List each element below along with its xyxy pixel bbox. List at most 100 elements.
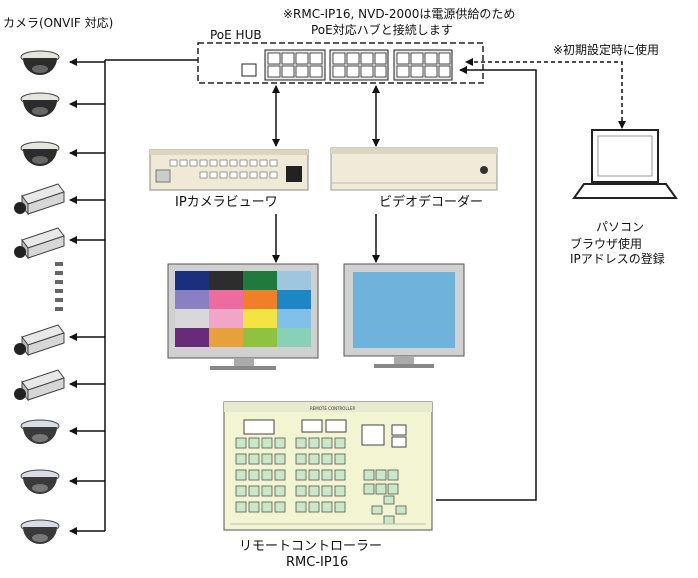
controller-panel-title: REMOTE CONTROLLER [310,406,355,411]
camera-group-label: カメラ(ONVIF 対応) [3,16,114,30]
controller-key [295,485,307,497]
controller-display [243,419,275,435]
controller-key [308,469,320,481]
controller-key [383,495,395,505]
dome-camera-icon [20,50,60,75]
controller-key [308,485,320,497]
remote-controller-model: RMC-IP16 [286,555,349,570]
controller-key [308,437,320,449]
test-pattern-cell [209,271,243,290]
dome-camera-icon [20,141,60,166]
controller-key [387,469,399,481]
ip-camera-viewer-device [149,149,309,191]
color-test-pattern [175,271,311,347]
controller-key [395,505,407,515]
test-pattern-cell [209,290,243,309]
test-pattern-cell [277,309,311,328]
controller-key [387,483,399,495]
controller-key [383,515,395,525]
controller-key [334,453,346,465]
controller-key [274,501,286,513]
controller-key [308,453,320,465]
controller-key [363,483,375,495]
controller-key [375,483,387,495]
ip-camera-viewer-label: IPカメラビューワ [175,195,278,210]
note-line-2: PoE対応ハブと接続します [311,23,453,37]
test-pattern-cell [243,328,277,347]
controller-key [235,453,247,465]
controller-key [334,469,346,481]
controller-key [363,469,375,481]
pc-label: パソコン [596,220,645,234]
pc-desc-2: IPアドレスの登録 [570,252,665,266]
controller-key [248,437,260,449]
test-pattern-cell [209,309,243,328]
ellipsis-dashes [55,262,63,311]
controller-key [274,453,286,465]
dome-camera-icon [20,419,60,444]
controller-key [261,437,273,449]
test-pattern-cell [277,290,311,309]
test-pattern-cell [209,328,243,347]
controller-display [361,424,385,446]
controller-key [274,485,286,497]
controller-key [295,437,307,449]
remote-controller-device: REMOTE CONTROLLER [223,401,433,531]
controller-display [325,419,347,433]
controller-key [321,469,333,481]
controller-key [235,501,247,513]
test-pattern-cell [277,328,311,347]
controller-key [321,453,333,465]
dome-camera-icon [20,519,60,544]
dome-camera-icon [20,92,60,117]
controller-display [391,436,407,448]
poe-hub-icon [197,42,484,84]
pc-desc-1: ブラウザ使用 [570,237,643,251]
controller-key [261,501,273,513]
poe-hub-label: PoE HUB [210,28,262,42]
laptop-icon [572,129,678,199]
dome-camera-icon [20,469,60,494]
box-camera-icon [14,183,65,216]
controller-key [274,437,286,449]
video-decoder-device [330,147,498,191]
controller-key [308,501,320,513]
controller-key [375,469,387,481]
controller-key [235,469,247,481]
test-pattern-cell [175,271,209,290]
test-pattern-cell [243,290,277,309]
video-decoder-label: ビデオデコーダー [379,195,484,210]
test-pattern-cell [243,309,277,328]
controller-key [274,469,286,481]
box-camera-icon [14,227,65,260]
controller-key [334,437,346,449]
test-pattern-cell [175,328,209,347]
controller-key [235,485,247,497]
controller-key [295,469,307,481]
monitor-right [343,263,465,368]
controller-key [371,505,383,515]
box-camera-icon [14,324,65,357]
controller-key [321,485,333,497]
note-line-1: ※RMC-IP16, NVD-2000は電源供給のため [283,7,516,21]
test-pattern-cell [175,290,209,309]
controller-display [391,424,407,436]
controller-key [261,485,273,497]
controller-key [261,453,273,465]
test-pattern-cell [175,309,209,328]
controller-key [248,453,260,465]
test-pattern-cell [243,271,277,290]
box-camera-icon [14,369,65,402]
controller-keys [235,419,407,525]
controller-key [334,485,346,497]
controller-key [321,501,333,513]
controller-key [321,437,333,449]
test-pattern-cell [277,271,311,290]
hub-connections [272,58,626,501]
controller-key [261,469,273,481]
monitor-left [167,263,319,370]
controller-key [248,501,260,513]
controller-key [248,469,260,481]
